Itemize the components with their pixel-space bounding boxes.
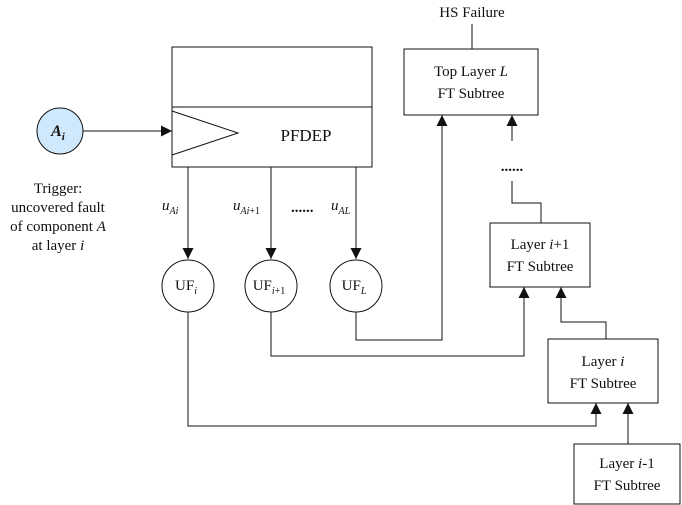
- layer-i1-subtree-label: FT Subtree: [507, 259, 574, 275]
- edge-label-dots: ......: [291, 200, 314, 216]
- trigger-description: Trigger: uncovered fault of component A …: [10, 181, 107, 254]
- edge-label-u-al: uAL: [331, 198, 351, 217]
- svg-text:Trigger:: Trigger:: [34, 181, 83, 197]
- layer-im1-subtree-box: [573, 443, 681, 505]
- layer-im1-label: Layer i-1: [599, 456, 654, 472]
- vertical-dots: ......: [501, 159, 524, 175]
- layer-i-subtree-label: FT Subtree: [570, 376, 637, 392]
- layer-i1-subtree-box: [489, 222, 591, 288]
- top-layer-subtree-box: [403, 48, 539, 116]
- pfdep-trigger-symbol: [171, 110, 240, 156]
- edge-label-u-ai: uAi: [162, 198, 179, 217]
- uf-i-label: UFi: [175, 278, 197, 297]
- layer-i1-label: Layer i+1: [511, 237, 570, 253]
- trigger-node-label: Ai: [50, 123, 66, 143]
- svg-text:of component A: of component A: [10, 219, 107, 235]
- layer-i-label: Layer i: [582, 354, 625, 370]
- svg-text:uncovered fault: uncovered fault: [11, 200, 106, 216]
- svg-text:at layer i: at layer i: [32, 238, 84, 254]
- top-layer-label: Top Layer L: [434, 64, 508, 80]
- uf-l-label: UFL: [342, 278, 367, 297]
- layer-i-subtree-box: [547, 338, 659, 404]
- pfdep-label: PFDEP: [280, 126, 331, 145]
- top-layer-subtree-label: FT Subtree: [438, 86, 505, 102]
- hs-failure-label: HS Failure: [439, 5, 505, 21]
- edge-label-u-ai1: uAi+1: [233, 198, 260, 217]
- layer-im1-subtree-label: FT Subtree: [594, 478, 661, 494]
- uf-i1-label: UFi+1: [253, 278, 286, 297]
